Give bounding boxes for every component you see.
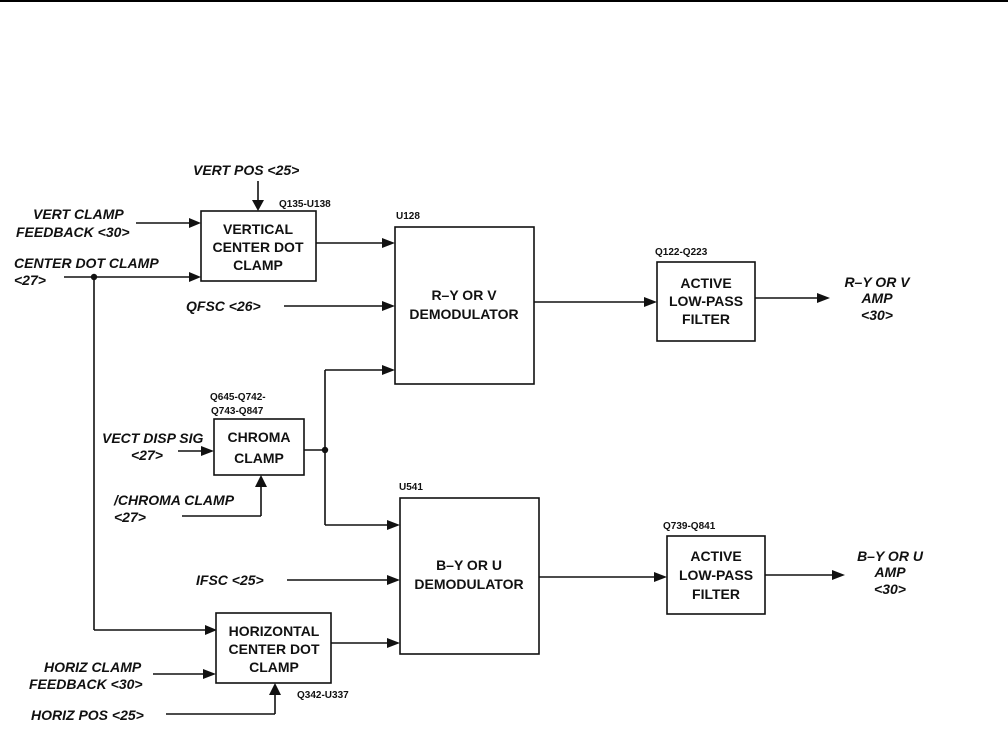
signal-label-qfsc: QFSC <26>	[186, 298, 261, 314]
block-label-line: CENTER DOT	[229, 641, 320, 657]
chroma-clamp-block: CHROMA CLAMP Q645-Q742- Q743-Q847	[210, 392, 305, 476]
component-ref: Q645-Q742-	[210, 392, 266, 403]
block-label-line: CHROMA	[228, 429, 291, 445]
block-outline	[656, 261, 756, 342]
block-label-line: LOW-PASS	[679, 567, 753, 583]
signal-label-by-output: B–Y OR U	[857, 548, 924, 564]
block-outline	[215, 612, 332, 684]
signal-label-ry-output: R–Y OR V	[844, 274, 911, 290]
component-ref: U541	[399, 482, 423, 493]
vertical-center-dot-clamp-block: VERTICAL CENTER DOT CLAMP Q135-U138	[200, 199, 331, 282]
arrow-right-icon	[205, 625, 217, 635]
arrow-right-icon	[382, 238, 395, 248]
block-label-line: ACTIVE	[680, 275, 731, 291]
component-ref: Q739-Q841	[663, 521, 716, 532]
block-label-line: DEMODULATOR	[409, 306, 518, 322]
block-label-line: R–Y OR V	[431, 287, 497, 303]
signal-label-ry-output: AMP	[860, 290, 893, 306]
by-active-low-pass-filter-block: ACTIVE LOW-PASS FILTER Q739-Q841	[663, 521, 766, 615]
block-label-line: CLAMP	[234, 450, 284, 466]
arrow-right-icon	[817, 293, 830, 303]
ry-active-low-pass-filter-block: ACTIVE LOW-PASS FILTER Q122-Q223	[655, 247, 756, 342]
signal-label-ry-output: <30>	[861, 307, 893, 323]
arrow-right-icon	[382, 301, 395, 311]
arrow-right-icon	[654, 572, 667, 582]
signal-label-vect-disp-sig: <27>	[131, 447, 163, 463]
block-outline	[213, 418, 305, 476]
arrow-right-icon	[644, 297, 657, 307]
signal-label-ifsc: IFSC <25>	[196, 572, 264, 588]
block-label-line: ACTIVE	[690, 548, 741, 564]
signal-label-vert-clamp-feedback: FEEDBACK <30>	[16, 224, 130, 240]
block-label-line: VERTICAL	[223, 221, 293, 237]
arrow-right-icon	[832, 570, 845, 580]
arrow-right-icon	[201, 446, 214, 456]
ry-demodulator-block: R–Y OR V DEMODULATOR U128	[394, 211, 535, 385]
block-label-line: CLAMP	[249, 659, 299, 675]
block-label-line: FILTER	[692, 586, 740, 602]
arrow-right-icon	[189, 218, 201, 228]
arrow-down-icon	[252, 200, 264, 211]
signal-label-chroma-clamp: <27>	[114, 509, 146, 525]
arrow-right-icon	[382, 365, 395, 375]
arrow-up-icon	[255, 475, 267, 487]
signal-label-vect-disp-sig: VECT DISP SIG	[102, 430, 204, 446]
block-label-line: LOW-PASS	[669, 293, 743, 309]
by-demodulator-block: B–Y OR U DEMODULATOR U541	[399, 482, 540, 655]
signal-label-by-output: AMP	[873, 564, 906, 580]
signal-label-center-dot-clamp: CENTER DOT CLAMP	[14, 255, 159, 271]
arrow-right-icon	[387, 638, 400, 648]
block-outline	[666, 535, 766, 615]
arrow-up-icon	[269, 683, 281, 695]
block-label-line: CENTER DOT	[213, 239, 304, 255]
component-ref: Q135-U138	[279, 199, 331, 210]
block-label-line: B–Y OR U	[436, 557, 502, 573]
signal-label-horiz-clamp-feedback: FEEDBACK <30>	[29, 676, 143, 692]
arrow-right-icon	[387, 575, 400, 585]
arrow-right-icon	[387, 520, 400, 530]
block-label-line: FILTER	[682, 311, 730, 327]
block-outline	[394, 226, 535, 385]
signal-label-vert-clamp-feedback: VERT CLAMP	[33, 206, 124, 222]
block-outline	[200, 210, 317, 282]
signal-label-chroma-clamp: /CHROMA CLAMP	[113, 492, 235, 508]
signal-label-vert-pos: VERT POS <25>	[193, 162, 299, 178]
arrow-right-icon	[189, 272, 201, 282]
signal-label-horiz-pos: HORIZ POS <25>	[31, 707, 144, 723]
block-outline	[399, 497, 540, 655]
signal-label-horiz-clamp-feedback: HORIZ CLAMP	[44, 659, 142, 675]
component-ref: Q342-U337	[297, 690, 349, 701]
block-label-line: CLAMP	[233, 257, 283, 273]
signal-label-center-dot-clamp: <27>	[14, 272, 46, 288]
block-label-line: DEMODULATOR	[414, 576, 523, 592]
block-label-line: HORIZONTAL	[229, 623, 320, 639]
arrow-right-icon	[203, 669, 216, 679]
component-ref: Q743-Q847	[211, 406, 264, 417]
horizontal-center-dot-clamp-block: HORIZONTAL CENTER DOT CLAMP Q342-U337	[215, 612, 349, 701]
signal-label-by-output: <30>	[874, 581, 906, 597]
component-ref: U128	[396, 211, 420, 222]
component-ref: Q122-Q223	[655, 247, 708, 258]
